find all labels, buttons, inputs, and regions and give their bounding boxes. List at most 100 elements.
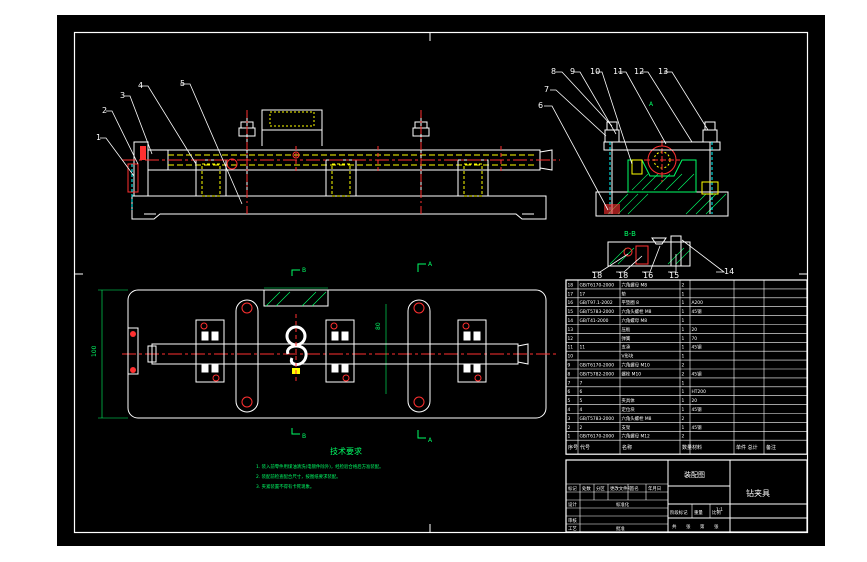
bom-cell-mat: 45钢 xyxy=(692,406,703,413)
balloon-12: 12 xyxy=(634,67,644,76)
bom-cell-qty: 2 xyxy=(682,416,685,422)
stage-label: 阶段标记 xyxy=(670,509,688,516)
bom-cell-no: 10 xyxy=(568,354,574,360)
bom-cell-mat: 70 xyxy=(692,336,698,342)
front-balloons: 1 2 3 4 5 xyxy=(96,79,185,142)
bom-cell-qty: 1 xyxy=(682,291,685,297)
bom-header-no: 序号 xyxy=(568,444,578,451)
notes-title: 技术要求 xyxy=(330,446,362,456)
bom-cell-code: GB/T6170-2000 xyxy=(580,282,615,288)
bom-header-wt: 单件 总计 xyxy=(736,444,758,451)
bom-header-mat: 材料 xyxy=(692,444,702,451)
bom-cell-code: 2 xyxy=(580,425,583,431)
bom-cell-mat: 20 xyxy=(692,398,698,404)
bom-cell-qty: 2 xyxy=(682,363,685,369)
bom-cell-no: 3 xyxy=(568,416,571,422)
weight-label: 重量 xyxy=(694,509,703,516)
bom-cell-name: 六角螺母 M12 xyxy=(622,433,651,440)
marker-a-top: A xyxy=(428,261,433,268)
bom-cell-no: 16 xyxy=(568,300,574,306)
bom-cell-no: 2 xyxy=(568,425,571,431)
bom-header-name: 名称 xyxy=(622,444,632,451)
bom-cell-mat: 45钢 xyxy=(692,308,703,315)
bom-cell-mat: 45钢 xyxy=(692,370,703,377)
sign-file: 更改文件号 xyxy=(610,485,633,492)
bom-cell-name: 六角螺母 M8 xyxy=(622,281,648,288)
bom-cell-no: 15 xyxy=(568,309,574,315)
cad-drawing: 1 2 3 4 5 xyxy=(56,14,826,547)
drawing-name: 钻夹具 xyxy=(746,488,770,498)
marker-b-bottom: B xyxy=(302,433,306,440)
bom-cell-code: GB/T5782-2000 xyxy=(580,371,615,377)
note-2: 2. 装配前检查配合尺寸，按图纸要求装配。 xyxy=(256,473,341,480)
bom-cell-code: 4 xyxy=(580,407,583,413)
bom-cell-qty: 1 xyxy=(682,309,685,315)
bom-cell-name: 支架 xyxy=(622,424,631,431)
bom-cell-no: 12 xyxy=(568,336,574,342)
bom-cell-mat: 45钢 xyxy=(692,344,703,351)
scale-label: 比例 xyxy=(712,509,721,516)
balloon-5: 5 xyxy=(180,79,185,88)
bom-cell-qty: 1 xyxy=(682,407,685,413)
bom-cell-name: 六角头螺栓 M8 xyxy=(622,308,652,315)
bom-cell-name: 定位块 xyxy=(622,406,636,413)
bom-cell-name: 平垫圈 8 xyxy=(622,299,640,306)
bom-cell-qty: 2 xyxy=(682,434,685,440)
bom-cell-qty: 1 xyxy=(682,300,685,306)
bom-cell-code: 6 xyxy=(580,389,583,395)
design-label: 设计 xyxy=(568,501,577,508)
section-title: B-B xyxy=(624,230,636,238)
sign-count: 处数 xyxy=(582,485,591,492)
balloon-15: 15 xyxy=(669,271,679,280)
bom-cell-no: 13 xyxy=(568,327,574,333)
bom-cell-name: 垫 xyxy=(622,290,627,297)
bom-cell-qty: 2 xyxy=(682,282,685,288)
bom-cell-no: 17 xyxy=(568,291,574,297)
bom-cell-name: 支承 xyxy=(622,344,631,351)
dim-height: 100 xyxy=(91,345,98,357)
bom-cell-no: 5 xyxy=(568,398,571,404)
review-label: 审核 xyxy=(568,517,577,524)
section-bb: B-B 18 18 16 15 14 xyxy=(592,230,734,280)
bom-cell-code: GB/T6170-2000 xyxy=(580,434,615,440)
bom-cell-qty: 1 xyxy=(682,425,685,431)
bom-cell-name: 压板 xyxy=(622,326,631,333)
sign-signature: 签名 xyxy=(630,485,639,492)
bom-cell-code: GB/T6170-2000 xyxy=(580,363,615,369)
bom-cell-name: 六角螺母 M10 xyxy=(622,362,651,369)
note-3: 3. 夹紧装置不得有卡死现象。 xyxy=(256,483,314,490)
bom-cell-code: GB/T41-2000 xyxy=(580,318,609,324)
bom-cell-mat: 20 xyxy=(692,327,698,333)
standard-label: 标准化 xyxy=(616,501,630,508)
side-view-marker: A xyxy=(649,101,654,108)
front-view xyxy=(100,83,560,220)
balloon-18: 18 xyxy=(618,271,628,280)
sign-date: 年月日 xyxy=(648,485,661,492)
bom-cell-code: GB/T97.1-2002 xyxy=(580,300,613,306)
bom-cell-mat: HT200 xyxy=(692,389,707,395)
bom-cell-code: 5 xyxy=(580,398,583,404)
bom-cell-mat: A200 xyxy=(692,300,704,306)
bom-cell-code: GB/T5783-2000 xyxy=(580,309,615,315)
process-label: 工艺 xyxy=(568,526,577,532)
marker-a-bottom: A xyxy=(428,437,433,444)
side-view: A xyxy=(544,71,729,217)
bom-cell-no: 6 xyxy=(568,389,571,395)
balloon-13: 13 xyxy=(658,67,668,76)
sheet-total-a: 共 xyxy=(672,523,677,530)
bom-cell-name: V形块 xyxy=(622,353,634,360)
sign-mark: 标记 xyxy=(568,485,577,492)
balloon-3: 3 xyxy=(120,91,125,100)
bom-cell-no: 18 xyxy=(568,282,574,288)
bom-cell-qty: 1 xyxy=(682,318,685,324)
bom-cell-code: 11 xyxy=(580,345,586,351)
balloon-6: 6 xyxy=(538,101,543,110)
balloon-9: 9 xyxy=(570,67,575,76)
bom-cell-qty: 1 xyxy=(682,354,685,360)
bom-cell-qty: 1 xyxy=(682,327,685,333)
bom-cell-name: 弹簧 xyxy=(622,335,631,342)
bom-cell-mat: 45钢 xyxy=(692,424,703,431)
bom-header-code: 代号 xyxy=(580,444,590,451)
balloon-2: 2 xyxy=(102,106,107,115)
